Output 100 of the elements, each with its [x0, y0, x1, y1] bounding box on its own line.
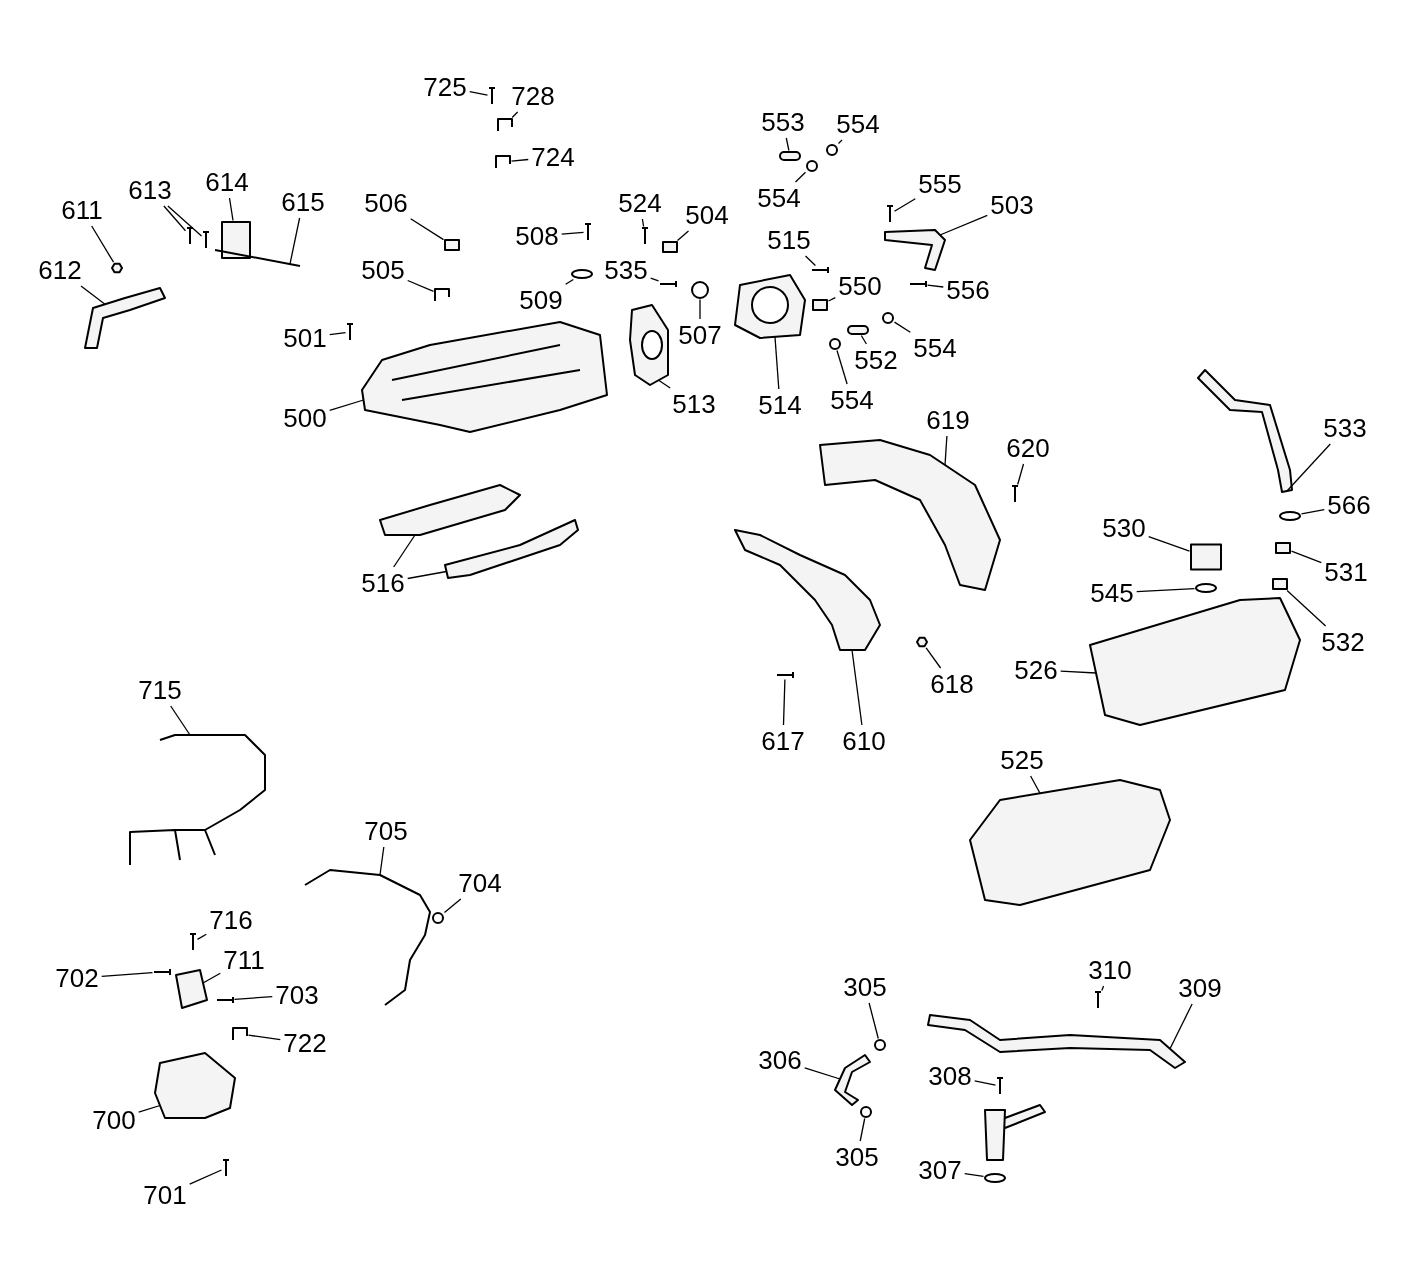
leader-line [925, 647, 942, 669]
leader-line [565, 278, 574, 285]
bolt-drawing [641, 227, 649, 245]
leader-line [1060, 670, 1097, 674]
callout-number: 526 [1014, 657, 1058, 683]
callout-number: 530 [1102, 515, 1146, 541]
callout-number: 305 [843, 974, 887, 1000]
callout-number: 506 [364, 190, 408, 216]
bracket-drawing [884, 229, 946, 271]
callout-number: 615 [281, 189, 325, 215]
clamp-drawing [432, 912, 444, 924]
leader-line [393, 534, 416, 568]
callout-number: 703 [275, 982, 319, 1008]
leader-line [329, 331, 347, 336]
bolt-drawing [222, 1159, 230, 1177]
leader-line [699, 298, 701, 320]
ignition-coil-drawing [175, 969, 208, 1009]
leader-line [837, 139, 843, 145]
callout-number: 524 [618, 190, 662, 216]
seal-drawing [571, 269, 593, 279]
leader-line [676, 230, 690, 242]
leader-line [510, 158, 529, 162]
callout-number: 612 [38, 257, 82, 283]
callout-number: 702 [55, 965, 99, 991]
clamp-drawing [860, 1106, 872, 1118]
seal-drawing [1195, 583, 1217, 593]
callout-number: 728 [511, 83, 555, 109]
heater-hose-drawing [834, 1054, 871, 1106]
clamp-drawing [806, 160, 818, 172]
callout-number: 705 [364, 818, 408, 844]
callout-number: 500 [283, 405, 327, 431]
leader-line [782, 678, 786, 726]
leader-line [1290, 550, 1322, 564]
leader-line [469, 91, 489, 96]
leader-line [1286, 589, 1327, 627]
callout-number: 503 [990, 192, 1034, 218]
leader-line [804, 1067, 841, 1080]
callout-number: 501 [283, 325, 327, 351]
leader-line [827, 297, 836, 302]
hose-drawing [84, 287, 166, 349]
bolt-drawing [909, 280, 927, 288]
bracket-drawing [232, 1027, 248, 1041]
leader-line [228, 197, 234, 222]
callout-number: 533 [1323, 415, 1367, 441]
callout-number: 613 [128, 177, 172, 203]
callout-number: 614 [205, 169, 249, 195]
manifold-gasket-drawing [379, 484, 521, 536]
intake-manifold-drawing [361, 321, 608, 433]
bolt-drawing [811, 266, 829, 274]
clamp-drawing [829, 338, 841, 350]
callout-number: 545 [1090, 580, 1134, 606]
clamp-drawing [826, 144, 838, 156]
callout-number: 566 [1327, 492, 1371, 518]
bolt-drawing [996, 1077, 1004, 1095]
leader-line [202, 972, 221, 984]
callout-number: 513 [672, 391, 716, 417]
bracket-drawing [497, 118, 513, 132]
bolt-drawing [776, 671, 794, 679]
wire-harness-drawing [129, 734, 266, 866]
callout-number: 554 [830, 387, 874, 413]
nut-drawing [916, 636, 928, 648]
leader-line [196, 933, 207, 941]
leader-line [939, 214, 988, 236]
bolt-drawing [346, 323, 354, 341]
housing-drawing [1190, 543, 1222, 571]
leader-line [407, 279, 435, 293]
sensor-drawing [1272, 578, 1288, 590]
throttle-body-drawing [734, 274, 806, 339]
control-module-drawing [154, 1052, 236, 1119]
housing-drawing [221, 221, 251, 259]
callout-number: 554 [757, 185, 801, 211]
callout-number: 308 [928, 1063, 972, 1089]
clamp-drawing [874, 1039, 886, 1051]
leader-line [410, 218, 445, 241]
leader-line [101, 972, 154, 977]
clamp-drawing [882, 312, 894, 324]
ventilation-tube-drawing [1197, 369, 1293, 493]
hose-drawing [847, 325, 869, 335]
callout-number: 722 [283, 1030, 327, 1056]
callout-number: 307 [918, 1157, 962, 1183]
leader-line [785, 137, 790, 152]
bolt-drawing [659, 280, 677, 288]
leader-line [167, 205, 203, 237]
callout-number: 306 [758, 1047, 802, 1073]
callout-number: 716 [209, 907, 253, 933]
callout-number: 525 [1000, 747, 1044, 773]
callout-number: 554 [913, 335, 957, 361]
leader-line [1148, 536, 1191, 552]
leader-line [964, 1172, 985, 1177]
leader-line [804, 255, 817, 267]
leader-line [511, 111, 519, 119]
callout-number: 514 [758, 392, 802, 418]
leader-line [1136, 587, 1196, 593]
nut-drawing [111, 262, 123, 274]
leader-line [774, 336, 780, 390]
callout-number: 700 [92, 1107, 136, 1133]
leader-line [1286, 443, 1331, 492]
bolt-drawing [1011, 485, 1019, 503]
leader-line [1169, 1003, 1193, 1050]
callout-number: 610 [842, 728, 886, 754]
